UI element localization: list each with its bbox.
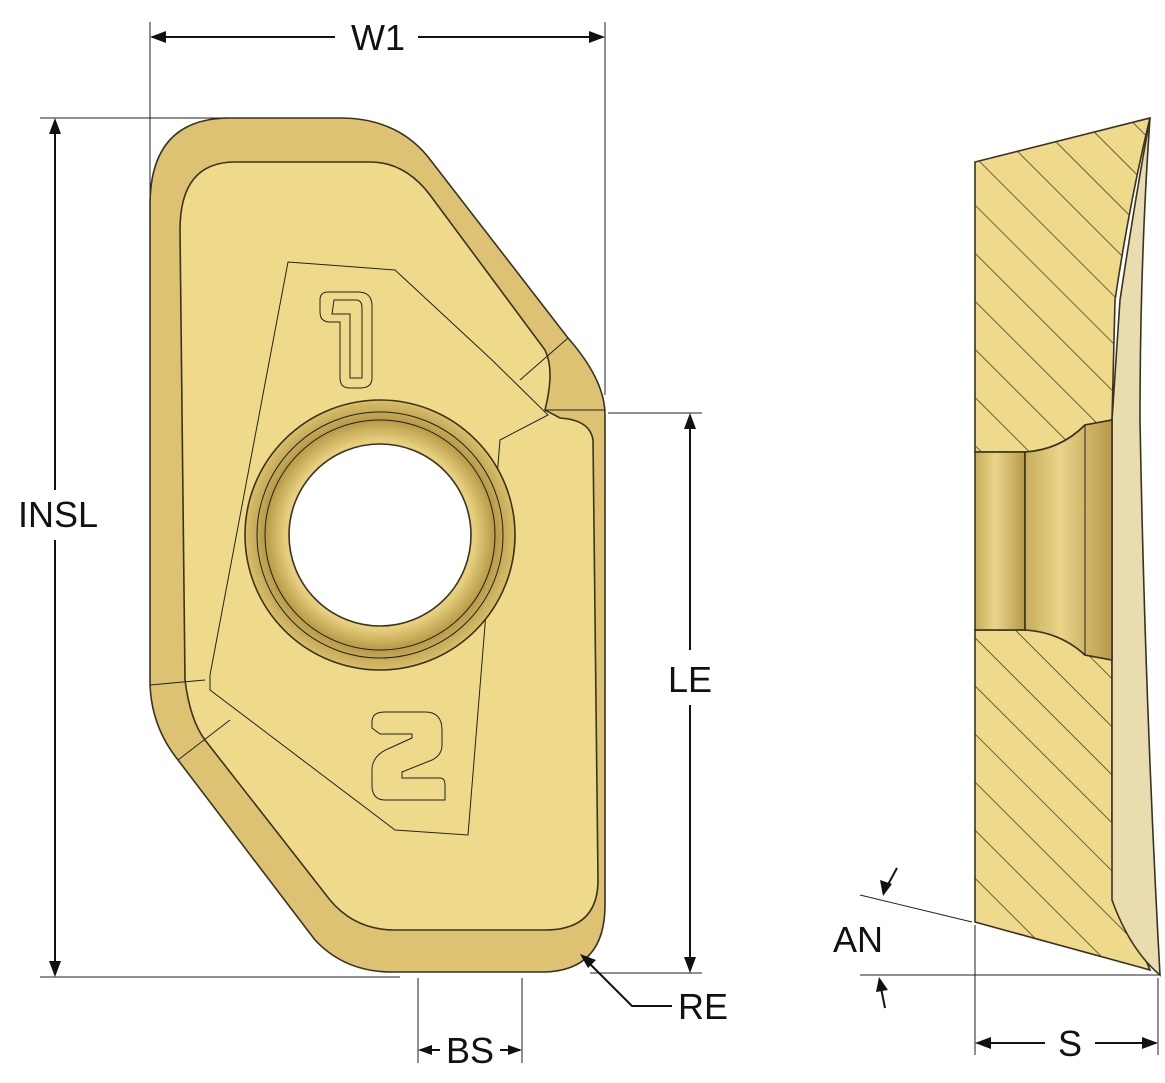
s-label: S (1058, 1023, 1082, 1064)
section-counterbore (1024, 419, 1113, 661)
re-arrow (580, 954, 596, 968)
section-bore (974, 451, 1026, 631)
screw-hole (288, 443, 472, 627)
screw-hole-ring-3 (264, 419, 496, 651)
section-rake-face (1111, 117, 1161, 977)
chamfer-line-top-right (519, 337, 605, 411)
edge-mark-1 (319, 291, 373, 389)
dimensions: W1 INSL LE RE BS AN S (18, 17, 1160, 1071)
insert-section-view (974, 116, 1161, 977)
chamfer-line-bottom-left (149, 679, 231, 761)
re-leader-line (583, 957, 672, 1007)
bs-label: BS (446, 1030, 494, 1071)
chipbreaker-land (209, 261, 549, 836)
re-label: RE (678, 986, 728, 1027)
screw-hole-ring-2 (256, 411, 504, 659)
w1-label: W1 (351, 17, 405, 58)
le-label: LE (668, 659, 712, 700)
edge-mark-2 (371, 711, 446, 801)
insl-label: INSL (18, 494, 98, 535)
insert-front-view (149, 117, 606, 973)
an-extension-angled (859, 894, 973, 923)
an-label: AN (833, 919, 883, 960)
